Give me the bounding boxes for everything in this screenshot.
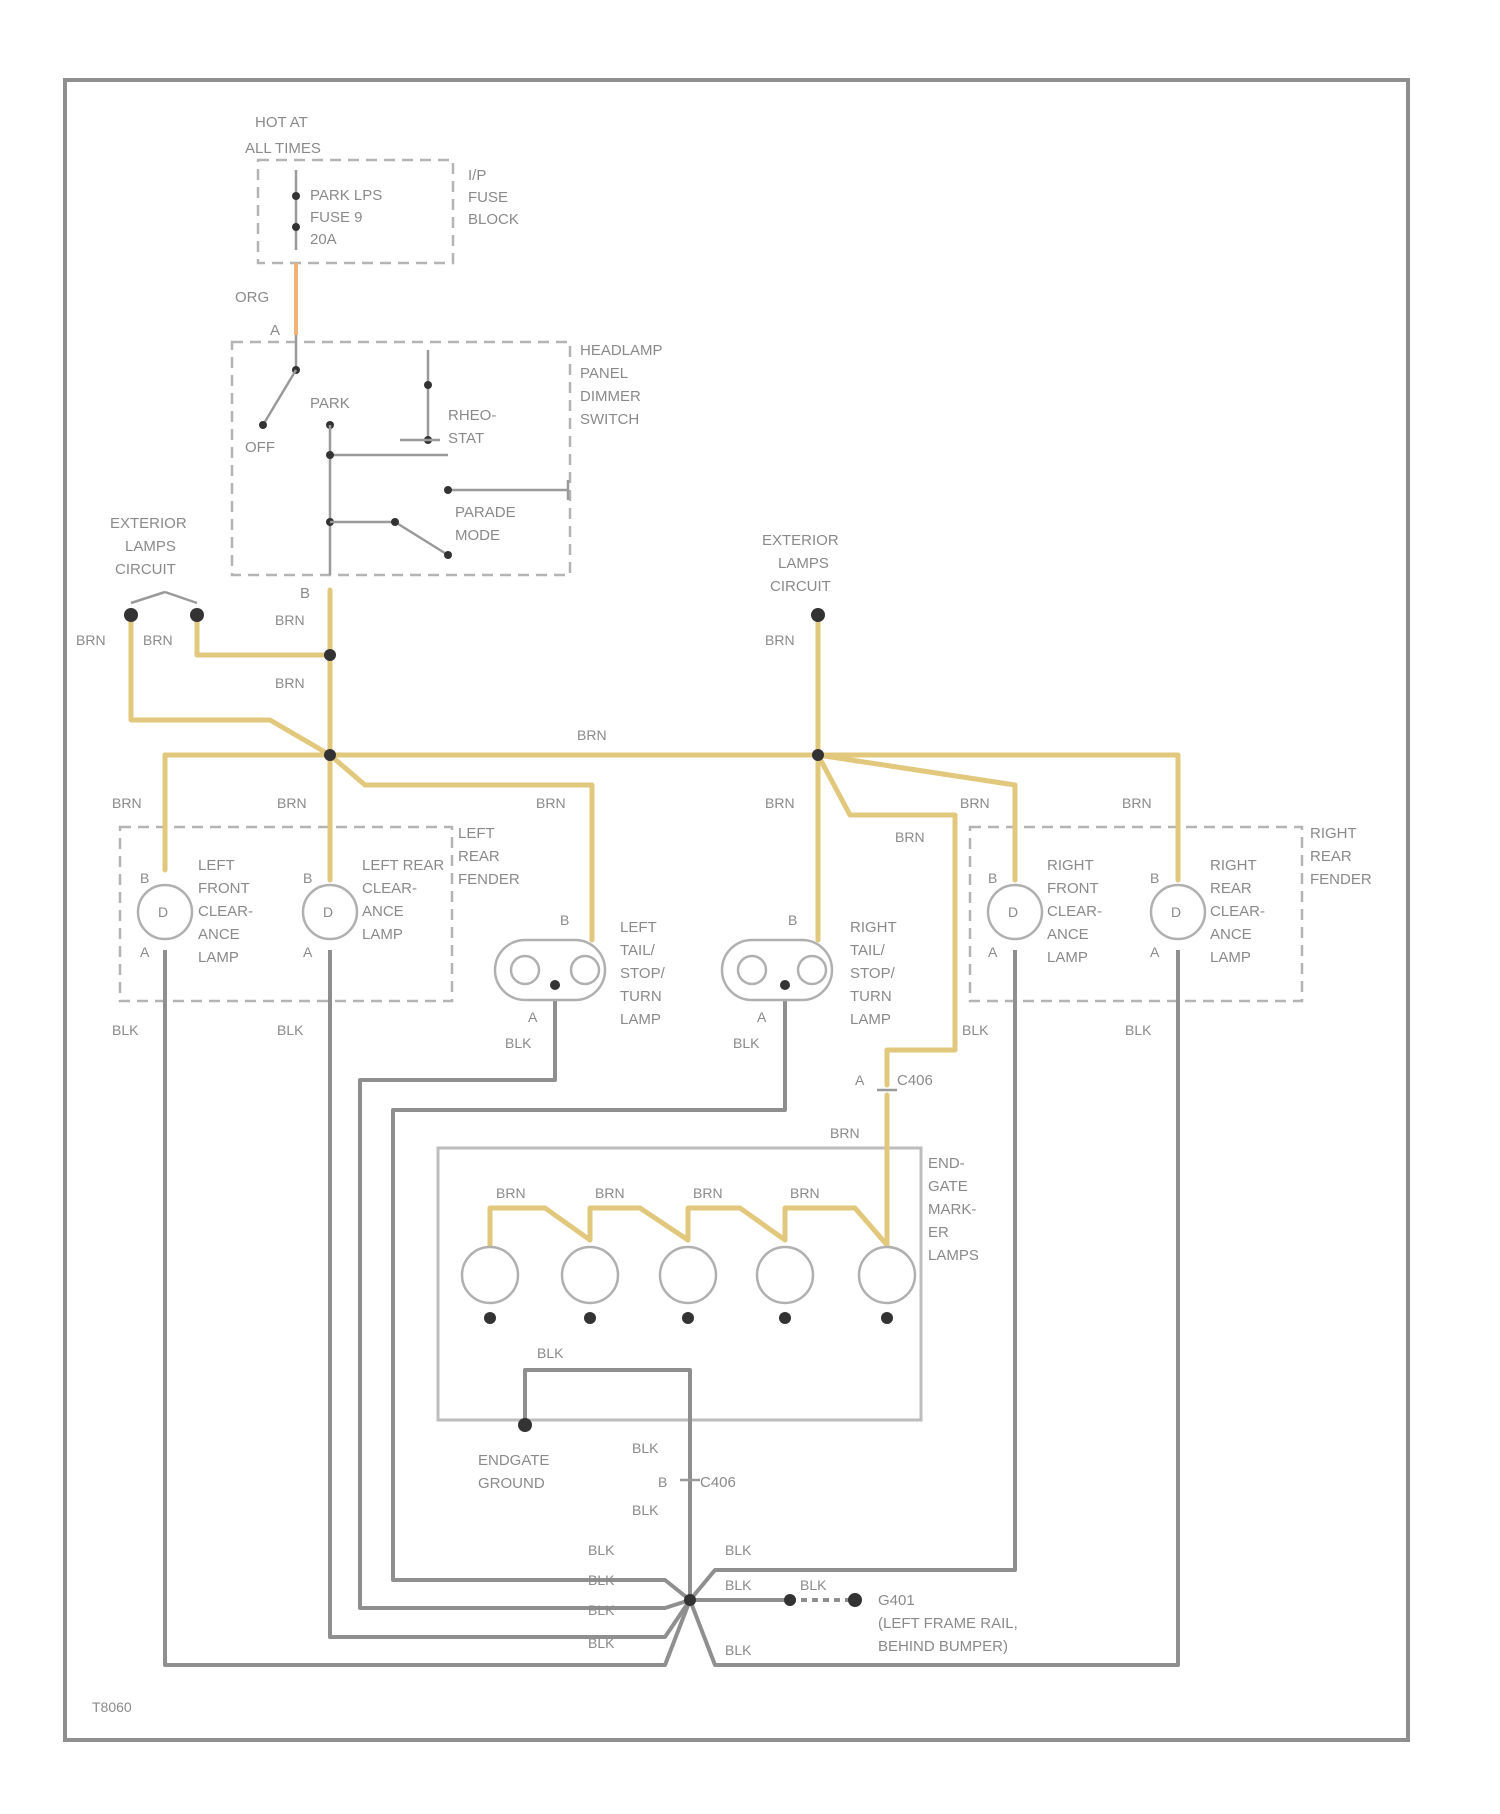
right-tail-lamp-bulb xyxy=(722,940,832,1000)
parade-mode-label: PARADE MODE xyxy=(455,504,520,544)
svg-text:BLK: BLK xyxy=(112,1022,139,1038)
svg-text:BLK: BLK xyxy=(1125,1022,1152,1038)
exterior-lamps-right-label: EXTERIOR LAMPS CIRCUIT xyxy=(762,532,843,595)
switch-internals xyxy=(131,170,568,603)
svg-text:BLK: BLK xyxy=(733,1035,760,1051)
svg-text:B: B xyxy=(303,870,312,886)
endgate-marker-bulbs xyxy=(462,1247,915,1324)
right-rear-fender-label: RIGHT REAR FENDER xyxy=(1310,825,1372,888)
headlamp-switch-outline xyxy=(232,342,570,575)
svg-text:A: A xyxy=(303,944,313,960)
left-tail-lamp-label: LEFT TAIL/ STOP/ TURN LAMP xyxy=(620,919,669,1028)
svg-text:BRN: BRN xyxy=(536,795,566,811)
svg-text:BLK: BLK xyxy=(588,1572,615,1588)
svg-text:BLK: BLK xyxy=(537,1345,564,1361)
right-front-clearance-lamp-label: RIGHT FRONT CLEAR- ANCE LAMP xyxy=(1047,857,1106,966)
svg-text:BLK: BLK xyxy=(962,1022,989,1038)
terminal-labels: B A B A B A B A B A B A A B xyxy=(140,870,1160,1490)
svg-text:BRN: BRN xyxy=(765,632,795,648)
svg-text:BRN: BRN xyxy=(277,795,307,811)
endgate-marker-lamps-label: END- GATE MARK- ER LAMPS xyxy=(928,1155,981,1264)
left-rear-fender-label: LEFT REAR FENDER xyxy=(458,825,520,888)
fuse-label: PARK LPS FUSE 9 20A xyxy=(310,187,386,248)
svg-text:BLK: BLK xyxy=(725,1642,752,1658)
c406-label-b: C406 xyxy=(700,1474,736,1491)
left-front-clearance-lamp-label: LEFT FRONT CLEAR- ANCE LAMP xyxy=(198,857,257,966)
c406-label-a: C406 xyxy=(897,1072,933,1089)
svg-text:BRN: BRN xyxy=(143,632,173,648)
left-rear-clearance-lamp-label: LEFT REAR CLEAR- ANCE LAMP xyxy=(362,857,448,943)
diagram-border xyxy=(65,80,1408,1740)
svg-text:A: A xyxy=(1150,944,1160,960)
svg-text:B: B xyxy=(1150,870,1159,886)
exterior-lamps-left-label: EXTERIOR LAMPS CIRCUIT xyxy=(110,515,191,578)
svg-text:D: D xyxy=(158,904,168,920)
svg-text:B: B xyxy=(788,912,797,928)
svg-text:A: A xyxy=(528,1009,538,1025)
svg-text:D: D xyxy=(1008,904,1018,920)
left-tail-lamp-bulb xyxy=(495,940,605,1000)
rheostat-label: RHEO- STAT xyxy=(448,407,501,447)
svg-text:BRN: BRN xyxy=(496,1185,526,1201)
svg-text:BRN: BRN xyxy=(960,795,990,811)
svg-text:BLK: BLK xyxy=(277,1022,304,1038)
svg-text:B: B xyxy=(560,912,569,928)
switch-park-label: PARK xyxy=(310,395,350,412)
svg-text:BRN: BRN xyxy=(1122,795,1152,811)
svg-text:BRN: BRN xyxy=(275,675,305,691)
svg-text:A: A xyxy=(757,1009,767,1025)
svg-text:BLK: BLK xyxy=(588,1542,615,1558)
blk-wires xyxy=(165,950,1178,1665)
svg-text:A: A xyxy=(988,944,998,960)
switch-terminal-b: B xyxy=(300,585,310,602)
svg-text:B: B xyxy=(988,870,997,886)
svg-text:BRN: BRN xyxy=(830,1125,860,1141)
hot-at-all-times-label: HOT AT ALL TIMES xyxy=(245,114,321,157)
svg-text:B: B xyxy=(140,870,149,886)
figure-id: T8060 xyxy=(92,1699,132,1715)
svg-text:BLK: BLK xyxy=(588,1602,615,1618)
switch-off-label: OFF xyxy=(245,439,275,456)
svg-text:BRN: BRN xyxy=(790,1185,820,1201)
svg-text:BRN: BRN xyxy=(595,1185,625,1201)
svg-text:BLK: BLK xyxy=(632,1502,659,1518)
svg-text:BLK: BLK xyxy=(725,1542,752,1558)
org-wire-label: ORG xyxy=(235,289,269,306)
svg-text:BRN: BRN xyxy=(577,727,607,743)
svg-text:BLK: BLK xyxy=(505,1035,532,1051)
headlamp-switch-label: HEADLAMP PANEL DIMMER SWITCH xyxy=(580,342,666,428)
left-rear-clearance-bulb: D xyxy=(303,885,357,939)
svg-text:B: B xyxy=(658,1474,667,1490)
svg-text:D: D xyxy=(1171,904,1181,920)
endgate-ground-label: ENDGATE GROUND xyxy=(478,1452,554,1492)
svg-text:BRN: BRN xyxy=(693,1185,723,1201)
svg-text:D: D xyxy=(323,904,333,920)
svg-text:A: A xyxy=(140,944,150,960)
g401-ground-label: G401 (LEFT FRAME RAIL, BEHIND BUMPER) xyxy=(878,1592,1022,1655)
blk-labels: BLK BLK BLK BLK BLK BLK BLK BLK BLK BLK … xyxy=(112,1022,1152,1658)
left-front-clearance-bulb: D xyxy=(138,885,192,939)
svg-text:BRN: BRN xyxy=(76,632,106,648)
svg-text:BRN: BRN xyxy=(275,612,305,628)
svg-text:BLK: BLK xyxy=(588,1635,615,1651)
right-rear-clearance-bulb: D xyxy=(1151,885,1205,939)
svg-text:BRN: BRN xyxy=(895,829,925,845)
right-tail-lamp-label: RIGHT TAIL/ STOP/ TURN LAMP xyxy=(850,919,901,1028)
svg-text:BLK: BLK xyxy=(800,1577,827,1593)
right-front-clearance-bulb: D xyxy=(988,885,1042,939)
svg-text:BRN: BRN xyxy=(765,795,795,811)
switch-terminal-a: A xyxy=(270,322,280,339)
svg-text:A: A xyxy=(855,1072,865,1088)
svg-text:BLK: BLK xyxy=(632,1440,659,1456)
fuse-block-label: I/P FUSE BLOCK xyxy=(468,167,519,228)
svg-text:BRN: BRN xyxy=(112,795,142,811)
right-rear-clearance-lamp-label: RIGHT REAR CLEAR- ANCE LAMP xyxy=(1210,857,1269,966)
svg-text:BLK: BLK xyxy=(725,1577,752,1593)
